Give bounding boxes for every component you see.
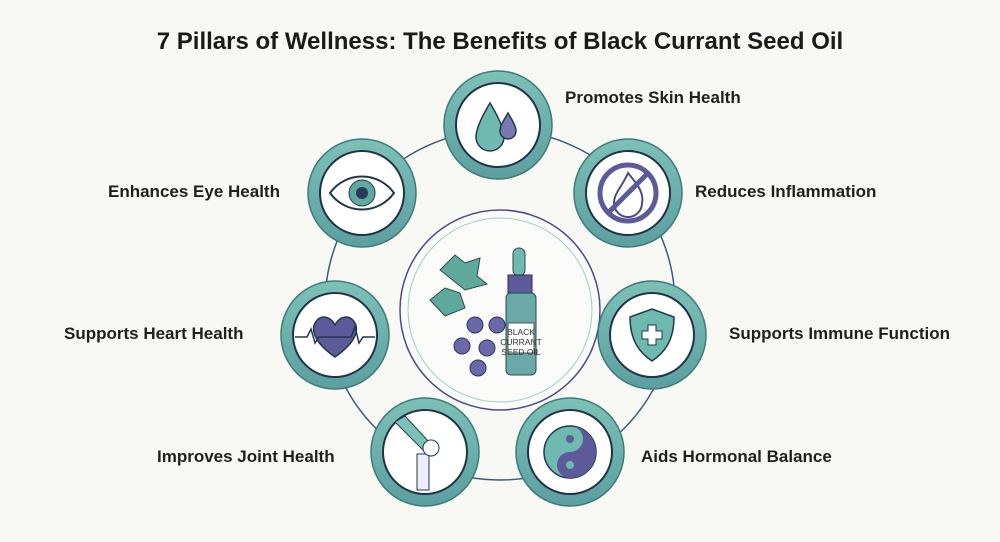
pillar-label-immune: Supports Immune Function xyxy=(729,324,950,343)
pillar-circle xyxy=(597,280,707,390)
heart-icon xyxy=(295,316,375,358)
bottle-label-line: CURRANT xyxy=(500,337,542,347)
water-drop-icon xyxy=(475,101,517,152)
yin-yang-icon xyxy=(543,425,597,479)
page-title: 7 Pillars of Wellness: The Benefits of B… xyxy=(156,28,844,55)
currant-leaf-icon xyxy=(429,254,489,317)
pillar-circle xyxy=(515,397,625,507)
pillar-label-hormonal: Aids Hormonal Balance xyxy=(641,447,832,466)
bottle-label: BLACK CURRANT SEED OIL xyxy=(496,327,546,357)
pillar-circle xyxy=(307,138,417,248)
eye-icon xyxy=(328,175,396,211)
pillar-label-eye: Enhances Eye Health xyxy=(108,182,280,201)
center-emblem xyxy=(399,209,601,411)
knee-joint-icon xyxy=(394,415,440,491)
pillar-circle xyxy=(280,280,390,390)
pillar-label-joint: Improves Joint Health xyxy=(157,447,335,466)
bottle-label-line: BLACK xyxy=(507,327,535,337)
pillar-label-inflammation: Reduces Inflammation xyxy=(695,182,877,201)
oil-bottle-icon xyxy=(505,247,537,376)
pillar-label-heart: Supports Heart Health xyxy=(64,324,244,343)
bottle-label-line: SEED OIL xyxy=(501,347,541,357)
pillar-label-skin: Promotes Skin Health xyxy=(565,88,741,107)
currant-berries-icon xyxy=(453,316,506,377)
pillar-circle xyxy=(443,70,553,180)
shield-cross-icon xyxy=(629,308,675,362)
pillar-circle xyxy=(573,138,683,248)
no-flame-icon xyxy=(597,162,659,224)
pillar-circle xyxy=(370,397,480,507)
